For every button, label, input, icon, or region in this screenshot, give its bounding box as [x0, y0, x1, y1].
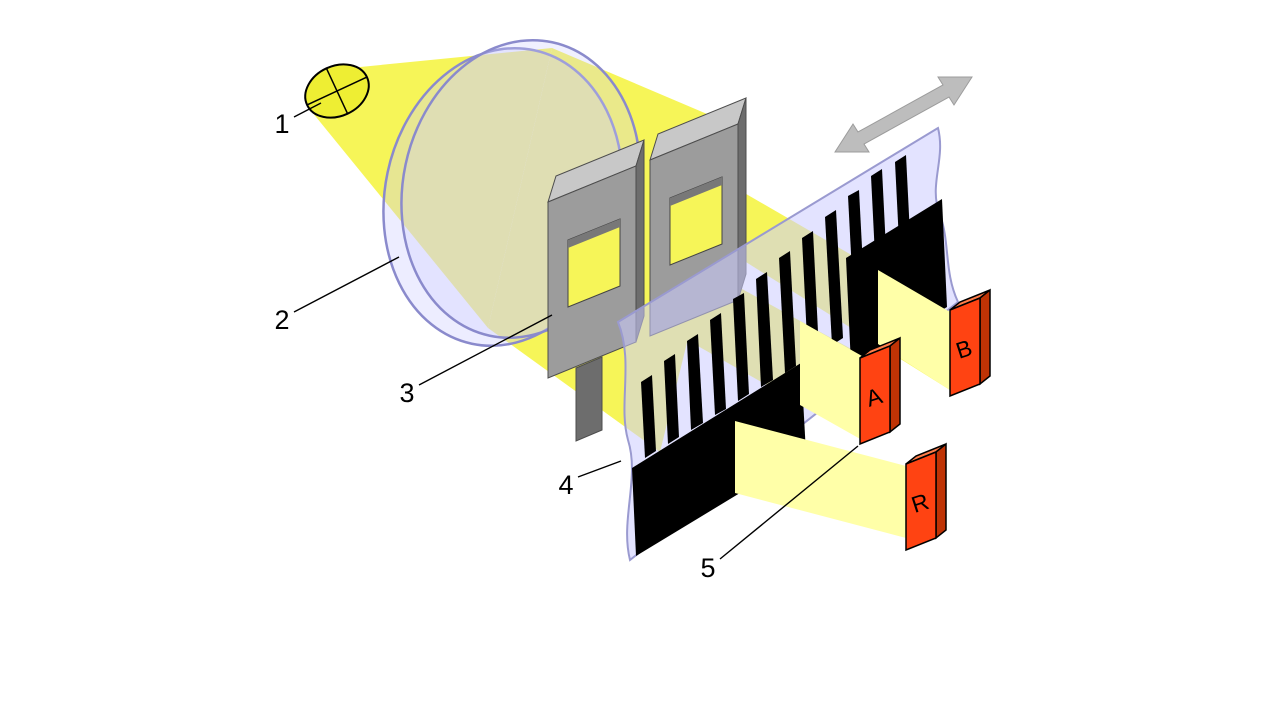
photodetector-a: A	[859, 336, 901, 446]
photodetector-b: B	[949, 288, 991, 398]
leader-line-lamp	[293, 102, 322, 118]
mask-left-aperture-shade	[568, 219, 620, 248]
photodetector-b-label: B	[953, 334, 976, 363]
lamp-cross-vertical	[325, 68, 349, 114]
leader-line-strip	[577, 460, 622, 478]
mask-lower-post	[575, 356, 603, 442]
photodetector-b-side	[979, 288, 991, 386]
mask-right-aperture-shade	[670, 177, 722, 206]
lamp-icon	[304, 63, 370, 119]
strip-bar	[825, 210, 843, 345]
beam-b-front	[878, 270, 950, 390]
strip-bar	[733, 293, 749, 401]
strip-bar	[779, 251, 796, 373]
motion-arrow-icon	[834, 76, 973, 153]
photodetector-a-front	[859, 344, 891, 446]
leader-line-detector	[719, 445, 859, 560]
strip-bar	[641, 375, 656, 458]
strip-black-field-left	[632, 363, 806, 556]
strip-bar	[710, 313, 726, 415]
beam-a-front	[800, 321, 862, 440]
beam-r-front	[735, 421, 906, 538]
photodetector-r-side	[935, 442, 947, 540]
leader-line-mask	[418, 314, 553, 386]
part-label-mask: 3	[399, 378, 414, 408]
photodetector-a-side	[889, 336, 901, 434]
leader-line-lens	[293, 256, 400, 313]
photodetector-r: R	[905, 442, 947, 552]
strip-bar	[802, 231, 819, 359]
photodetector-r-label: R	[908, 488, 932, 518]
strip-bar	[687, 334, 703, 430]
part-label-detector: 5	[700, 553, 715, 583]
part-label-strip: 4	[558, 470, 573, 500]
strip-bar	[756, 272, 773, 387]
strip-bar	[664, 354, 679, 444]
part-label-lamp: 1	[274, 109, 289, 139]
light-cone	[312, 48, 552, 328]
photodetector-r-front	[905, 450, 937, 552]
part-label-lens: 2	[274, 305, 289, 335]
photodetector-b-front	[949, 296, 981, 398]
